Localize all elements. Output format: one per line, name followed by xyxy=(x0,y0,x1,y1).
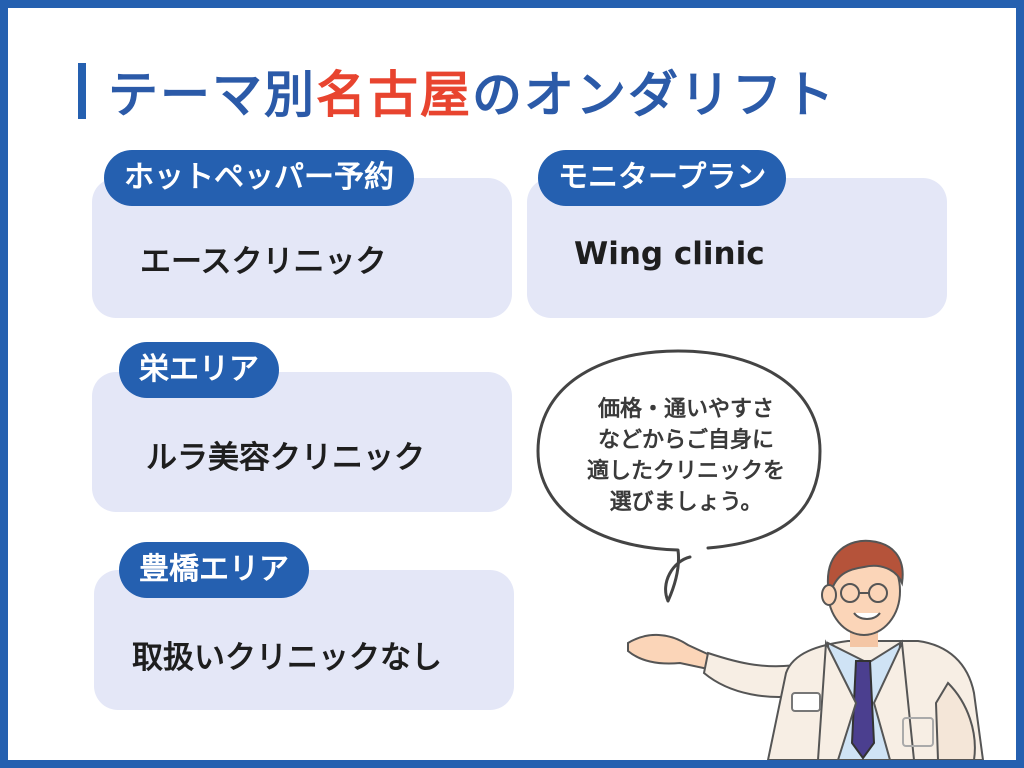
bubble-line-3: 適したクリニックを xyxy=(586,459,785,484)
card-text-sakae: ルラ美容クリニック xyxy=(146,440,425,476)
card-text-monitor: Wing clinic xyxy=(574,236,765,272)
bubble-line-1: 価格・通いやすさ xyxy=(597,397,774,422)
bubble-line-4: 選びましょう。 xyxy=(609,490,763,515)
title-accent-bar xyxy=(78,63,86,119)
title-prefix: テーマ別 xyxy=(108,66,316,124)
bubble-line-2: などからご自身に xyxy=(597,428,774,453)
page-title: テーマ別 名古屋 のオンダリフト xyxy=(78,56,836,126)
speech-bubble-icon xyxy=(536,349,822,603)
title-suffix: のオンダリフト xyxy=(472,66,836,124)
tag-sakae: 栄エリア xyxy=(119,342,279,398)
tag-toyohashi: 豊橋エリア xyxy=(119,542,309,598)
doctor-illustration-icon xyxy=(627,539,985,760)
tag-monitor: モニタープラン xyxy=(538,150,787,206)
card-text-toyohashi: 取扱いクリニックなし xyxy=(132,640,442,676)
page-frame: テーマ別 名古屋 のオンダリフト ホットペッパー予約 エースクリニック モニター… xyxy=(8,8,1016,760)
tag-hotpepper: ホットペッパー予約 xyxy=(104,150,414,206)
bubble-text: 価格・通いやすさ などからご自身に 適したクリニックを 選びましょう。 xyxy=(566,394,806,518)
title-accent: 名古屋 xyxy=(316,66,472,124)
card-text-hotpepper: エースクリニック xyxy=(140,244,387,280)
